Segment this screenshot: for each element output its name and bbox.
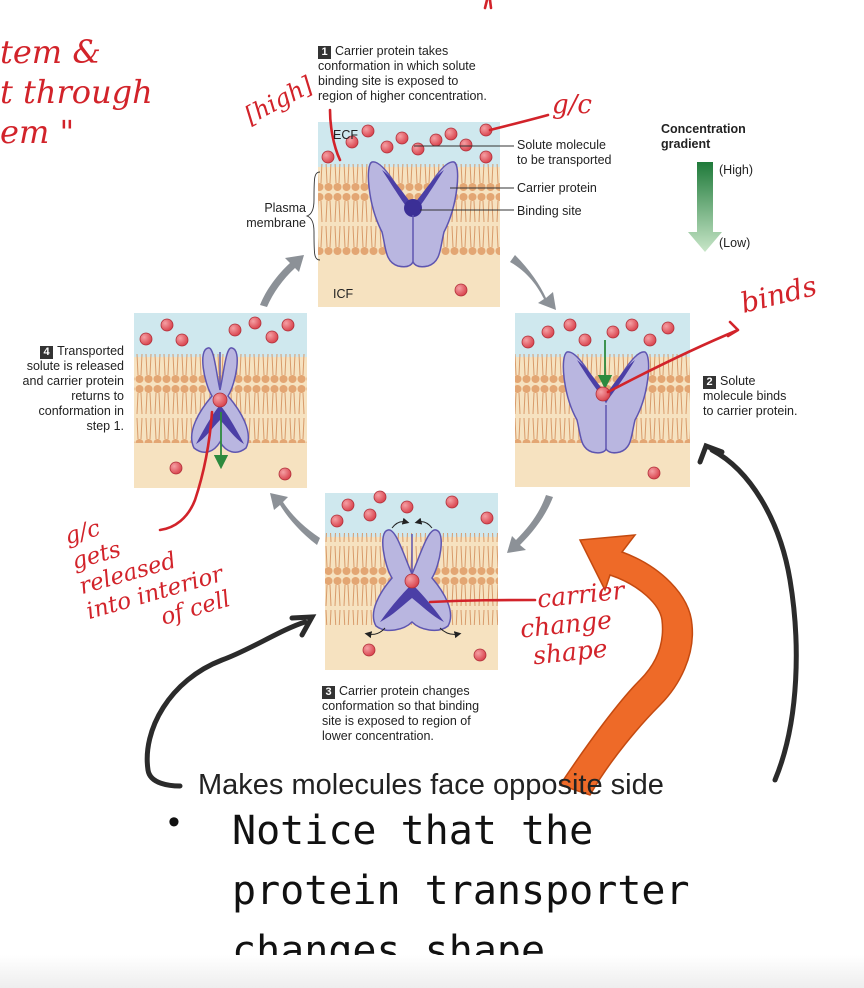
binding-site-label: Binding site <box>517 204 582 218</box>
panel-step2 <box>515 313 690 487</box>
step4-number: 4 <box>40 346 54 359</box>
hand-glc-top: g/c <box>552 90 592 120</box>
panel-step1 <box>318 122 500 307</box>
caption-opposite-side: Makes molecules face opposite side <box>198 769 664 801</box>
hand-carrier-change: carrier change shape <box>518 575 626 671</box>
plasma-membrane-label: Plasma membrane <box>246 201 306 230</box>
black-curved-arrows <box>144 442 799 789</box>
bullet-dot: • <box>168 803 180 841</box>
solute-molecule-label: Solute molecule to be transported <box>517 138 612 167</box>
step3-number: 3 <box>322 686 335 699</box>
carrier-protein-label: Carrier protein <box>517 181 597 195</box>
concentration-gradient-arrow <box>688 162 722 252</box>
bullet-line-1: Notice that the <box>232 808 594 854</box>
gradient-title: Concentration gradient <box>661 122 746 151</box>
orange-arrow <box>558 534 694 796</box>
step1-number: 1 <box>318 46 331 59</box>
panel-step3 <box>325 490 498 670</box>
gradient-high: (High) <box>719 163 754 177</box>
icf-label: ICF <box>333 287 354 301</box>
ecf-label: ECF <box>333 128 358 142</box>
red-annotations <box>158 0 740 604</box>
leader-lines <box>305 145 514 261</box>
gradient-low: (Low) <box>719 236 751 250</box>
bottom-fade <box>0 955 864 988</box>
binding-site <box>404 199 422 217</box>
panel-step4 <box>134 313 307 488</box>
step2-number: 2 <box>703 376 716 389</box>
hand-top-left: tem & t through em " <box>0 33 153 151</box>
bullet-line-2: protein transporter <box>232 868 690 914</box>
cycle-arrows <box>260 255 556 553</box>
